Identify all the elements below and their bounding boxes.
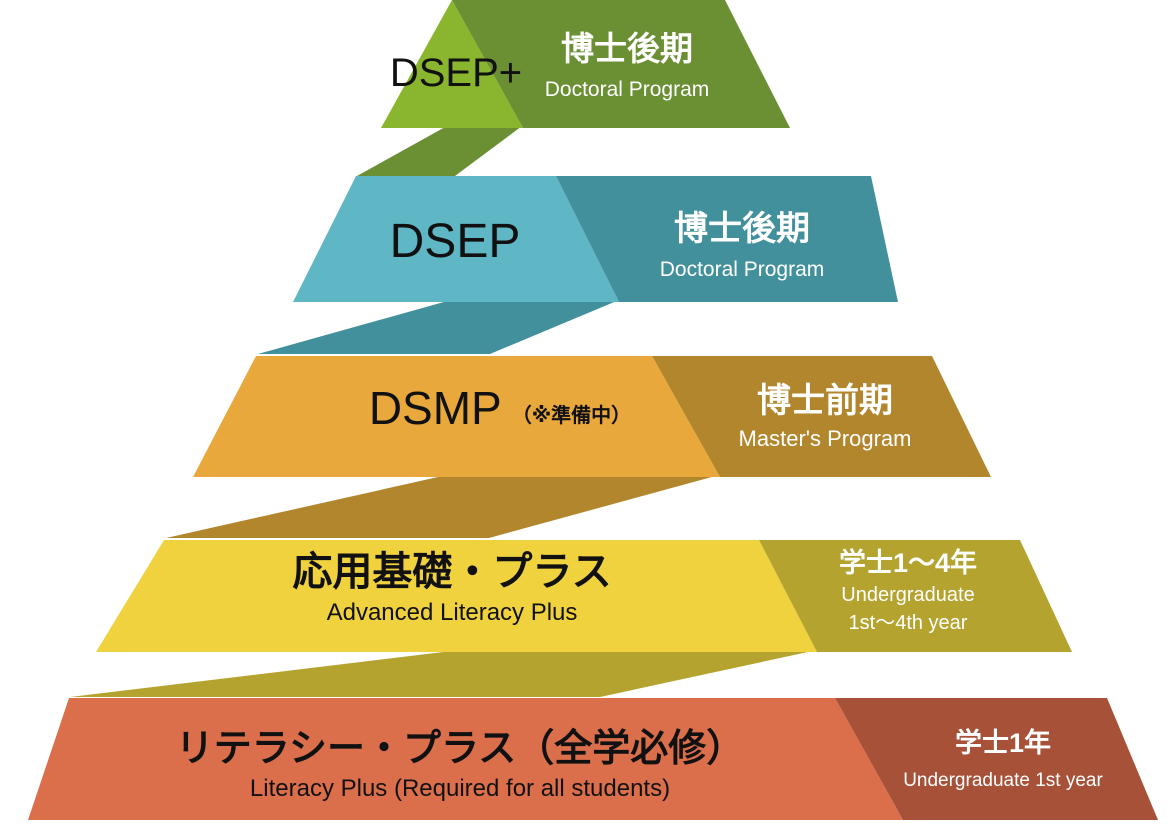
level-dsep-stage-en: Doctoral Program xyxy=(660,258,825,281)
level-dsmp: DSMP （※準備中） 博士前期 Master's Program xyxy=(193,356,991,477)
level-dsmp-program-text: DSMP xyxy=(369,382,502,434)
level-literacy-plus-light-shape xyxy=(28,698,903,820)
level-literacy-plus-program-label: リテラシー・プラス（全学必修） xyxy=(176,727,744,770)
level-dsep-program-label: DSEP xyxy=(390,215,521,268)
level-dsep-stage-ja: 博士後期 xyxy=(674,210,810,248)
ribbon-dsep-plus-to-dsep xyxy=(357,126,522,176)
level-advanced-literacy-stage-en-2: 1st〜4th year xyxy=(849,612,968,634)
level-dsep-plus-program-label: DSEP+ xyxy=(390,51,522,95)
level-dsmp-note: （※準備中） xyxy=(512,403,631,427)
ribbon-advanced-to-literacy xyxy=(70,650,817,697)
level-literacy-plus: リテラシー・プラス（全学必修） Literacy Plus (Required … xyxy=(28,698,1158,820)
level-dsep-plus: DSEP+ 博士後期 Doctoral Program xyxy=(381,0,790,128)
ribbon-dsep-to-dsmp xyxy=(258,300,619,354)
level-dsmp-stage-ja: 博士前期 xyxy=(757,382,893,420)
level-dsmp-light-shape xyxy=(193,356,720,477)
level-literacy-plus-dark-shape xyxy=(835,698,1158,820)
level-dsep: DSEP 博士後期 Doctoral Program xyxy=(293,176,898,302)
level-advanced-literacy-plus: 応用基礎・プラス Advanced Literacy Plus 学士1〜4年 U… xyxy=(96,540,1072,652)
level-dsmp-stage-en: Master's Program xyxy=(739,426,912,451)
level-advanced-literacy-program-label: 応用基礎・プラス xyxy=(292,550,611,594)
level-literacy-plus-stage-ja: 学士1年 xyxy=(955,727,1051,758)
level-advanced-literacy-stage-ja: 学士1〜4年 xyxy=(839,547,977,578)
level-advanced-literacy-dark-shape xyxy=(759,540,1072,652)
level-advanced-literacy-light-shape xyxy=(96,540,817,652)
level-dsep-plus-stage-en: Doctoral Program xyxy=(545,78,710,101)
level-dsmp-program-label: DSMP （※準備中） xyxy=(369,382,631,434)
level-dsep-plus-dark-shape xyxy=(452,0,790,128)
level-advanced-literacy-stage-en-1: Undergraduate xyxy=(841,584,974,606)
level-advanced-literacy-program-sub: Advanced Literacy Plus xyxy=(327,599,578,626)
ribbon-dsmp-to-advanced-literacy xyxy=(166,475,719,538)
level-dsep-dark-shape xyxy=(556,176,898,302)
level-dsep-plus-stage-ja: 博士後期 xyxy=(561,30,693,67)
level-dsep-light-shape xyxy=(293,176,619,302)
level-dsep-plus-light-shape xyxy=(381,0,523,128)
level-literacy-plus-stage-en: Undergraduate 1st year xyxy=(903,770,1103,791)
level-dsmp-dark-shape xyxy=(652,356,991,477)
level-literacy-plus-program-sub: Literacy Plus (Required for all students… xyxy=(250,775,670,802)
